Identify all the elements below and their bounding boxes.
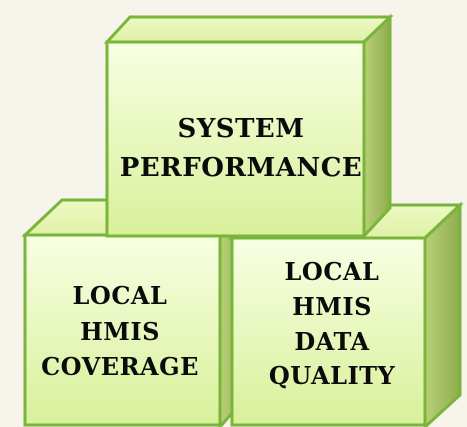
cube-system-performance: [103, 13, 394, 240]
local-hmis-coverage-label: LOCAL HMIS COVERAGE: [41, 281, 199, 382]
system-performance-label: SYSTEM PERFORMANCE: [119, 114, 363, 183]
local-hmis-data-quality-label: LOCAL HMIS DATA QUALITY: [268, 257, 396, 391]
cube-local-hmis-coverage: [21, 195, 254, 427]
